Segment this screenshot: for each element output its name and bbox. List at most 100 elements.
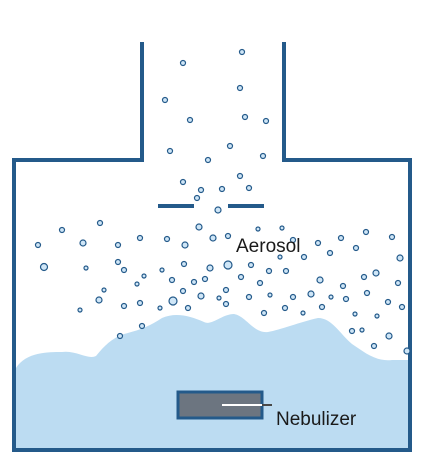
aerosol-droplet bbox=[374, 313, 380, 319]
aerosol-droplet bbox=[168, 276, 176, 284]
aerosol-droplet bbox=[168, 296, 178, 306]
aerosol-droplet bbox=[179, 178, 187, 186]
aerosol-droplet bbox=[259, 152, 267, 160]
aerosol-droplet bbox=[282, 267, 290, 275]
aerosol-droplet bbox=[159, 267, 165, 273]
aerosol-droplet bbox=[83, 265, 89, 271]
aerosol-droplet bbox=[267, 292, 273, 298]
aerosol-droplet bbox=[403, 347, 411, 355]
aerosol-label: Aerosol bbox=[236, 236, 300, 257]
aerosol-droplet bbox=[307, 290, 315, 298]
aerosol-droplet bbox=[394, 279, 402, 287]
aerosol-droplet bbox=[136, 234, 144, 242]
aerosol-droplet bbox=[34, 241, 42, 249]
aerosol-droplet bbox=[136, 299, 144, 307]
aerosol-droplet bbox=[277, 254, 283, 260]
aerosol-droplet bbox=[339, 282, 347, 290]
aerosol-droplet bbox=[352, 311, 358, 317]
aerosol-droplet bbox=[241, 113, 249, 121]
aerosol-droplet bbox=[195, 223, 203, 231]
aerosol-droplet bbox=[180, 260, 188, 268]
nebulizer-label: Nebulizer bbox=[276, 409, 357, 430]
aerosol-droplet bbox=[237, 273, 245, 281]
aerosol-droplet bbox=[138, 322, 146, 330]
aerosol-droplet bbox=[181, 241, 189, 249]
aerosol-droplet bbox=[337, 234, 345, 242]
aerosol-droplet bbox=[362, 228, 370, 236]
aerosol-droplet bbox=[300, 253, 308, 261]
aerosol-droplet bbox=[120, 302, 128, 310]
aerosol-droplet bbox=[289, 293, 297, 301]
aerosol-droplet bbox=[236, 84, 244, 92]
aerosol-droplet bbox=[120, 266, 128, 274]
aerosol-droplet bbox=[279, 225, 285, 231]
aerosol-droplet bbox=[314, 239, 322, 247]
aerosol-droplet bbox=[300, 310, 306, 316]
aerosol-droplet bbox=[204, 156, 212, 164]
aerosol-droplet bbox=[157, 305, 163, 311]
aerosol-droplet bbox=[206, 264, 214, 272]
aerosol-droplet bbox=[326, 249, 334, 257]
aerosol-droplet bbox=[166, 147, 174, 155]
aerosol-droplet bbox=[255, 226, 261, 232]
aerosol-droplet bbox=[245, 293, 253, 301]
aerosol-droplet bbox=[184, 304, 192, 312]
aerosol-droplet bbox=[398, 303, 406, 311]
aerosol-droplet bbox=[163, 235, 171, 243]
aerosol-droplet bbox=[238, 48, 246, 56]
aerosol-droplet bbox=[190, 278, 198, 286]
aerosol-droplet bbox=[218, 185, 226, 193]
aerosol-droplet bbox=[360, 273, 368, 281]
aerosol-droplet bbox=[316, 276, 324, 284]
aerosol-droplet bbox=[179, 59, 187, 67]
aerosol-droplet bbox=[352, 244, 360, 252]
aerosol-droplet bbox=[224, 232, 232, 240]
aerosol-droplet bbox=[95, 296, 103, 304]
aerosol-droplet bbox=[260, 309, 268, 317]
aerosol-droplet bbox=[236, 172, 244, 180]
liquid-surface bbox=[16, 314, 410, 450]
aerosol-droplet bbox=[201, 275, 209, 283]
aerosol-droplet bbox=[161, 96, 169, 104]
aerosol-droplet bbox=[141, 273, 147, 279]
aerosol-droplet bbox=[265, 267, 273, 275]
aerosol-droplet bbox=[77, 307, 83, 313]
aerosol-droplet bbox=[318, 303, 326, 311]
aerosol-droplet bbox=[116, 332, 124, 340]
aerosol-droplet bbox=[385, 332, 393, 340]
aerosol-droplet bbox=[348, 327, 356, 335]
aerosol-droplet bbox=[216, 295, 222, 301]
aerosol-droplet bbox=[179, 287, 187, 295]
aerosol-droplet bbox=[256, 279, 264, 287]
aerosol-droplet bbox=[186, 116, 194, 124]
aerosol-droplet bbox=[197, 186, 205, 194]
aerosol-droplet bbox=[328, 294, 334, 300]
aerosol-droplet bbox=[384, 298, 392, 306]
aerosol-droplet bbox=[247, 261, 255, 269]
aerosol-droplet bbox=[359, 327, 365, 333]
aerosol-droplet bbox=[101, 287, 107, 293]
aerosol-droplet bbox=[226, 142, 234, 150]
aerosol-droplet bbox=[289, 236, 297, 244]
aerosol-droplet bbox=[281, 304, 289, 312]
aerosol-droplet bbox=[222, 300, 230, 308]
aerosol-droplet bbox=[222, 286, 230, 294]
aerosol-droplet bbox=[372, 269, 380, 277]
aerosol-droplet bbox=[262, 117, 270, 125]
chamber-outline bbox=[12, 42, 412, 452]
aerosol-droplet bbox=[214, 206, 222, 214]
aerosol-droplet bbox=[96, 219, 104, 227]
aerosol-droplet bbox=[363, 289, 371, 297]
aerosol-droplet bbox=[396, 254, 404, 262]
aerosol-droplet bbox=[342, 295, 350, 303]
aerosol-droplet bbox=[134, 281, 140, 287]
aerosol-droplet bbox=[370, 342, 378, 350]
aerosol-droplet bbox=[39, 262, 49, 272]
aerosol-droplet bbox=[223, 260, 233, 270]
aerosol-droplet bbox=[193, 194, 201, 202]
aerosol-droplet bbox=[58, 226, 66, 234]
aerosol-droplet bbox=[197, 292, 205, 300]
aerosol-droplets bbox=[34, 48, 411, 355]
aerosol-droplet bbox=[79, 239, 87, 247]
